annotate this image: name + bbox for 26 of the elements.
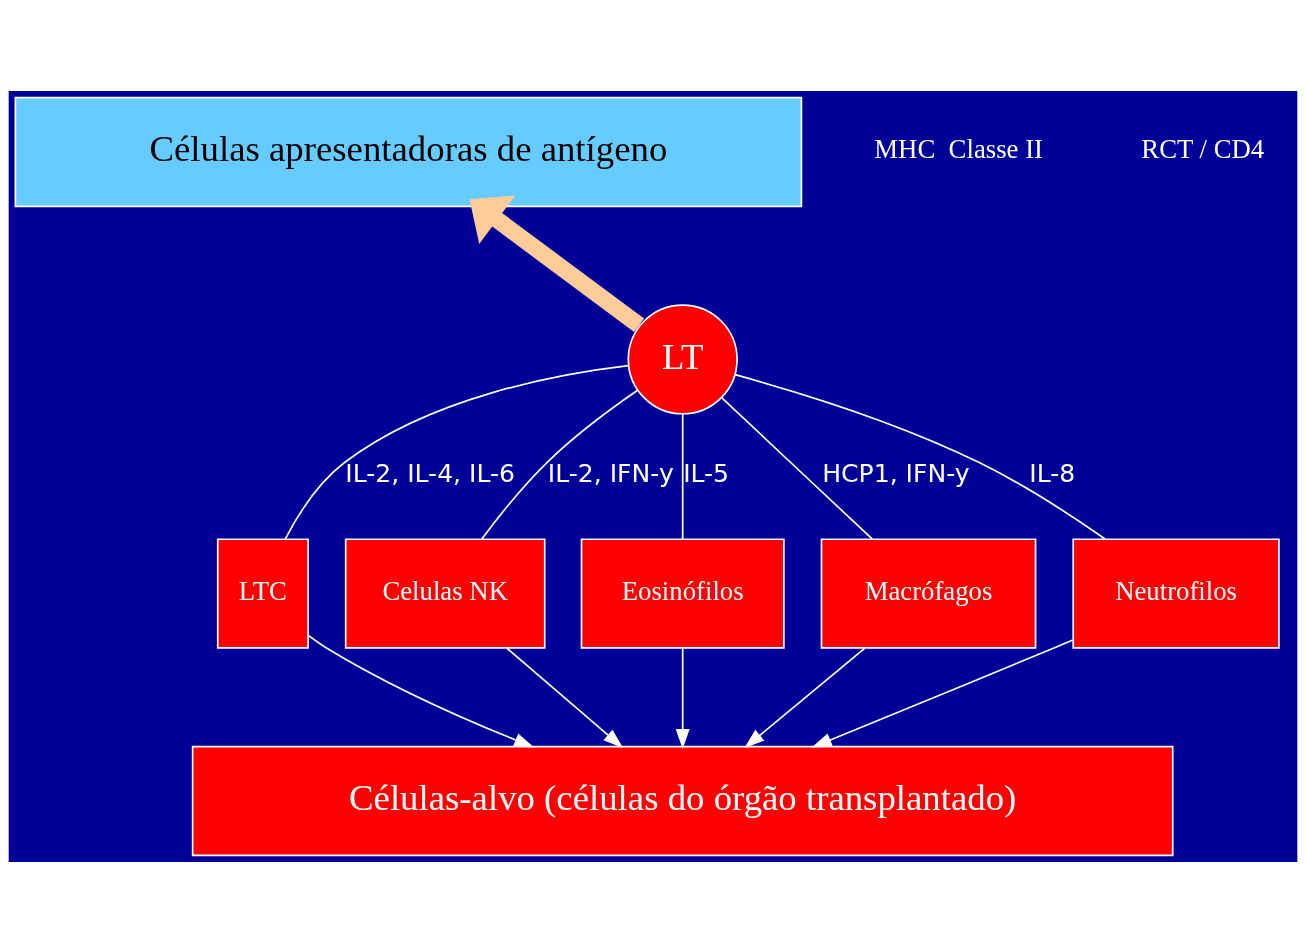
- arrow: [506, 647, 624, 748]
- connector: [284, 364, 630, 539]
- arrow: [675, 647, 690, 749]
- connector: [720, 396, 874, 540]
- arrow: [744, 647, 866, 748]
- edge-label: HCP1, IFN-y: [822, 458, 970, 488]
- node-box: LTC: [216, 537, 309, 649]
- edge-label: IL-2, IFN-y: [547, 458, 674, 488]
- connector: [681, 412, 684, 540]
- node-circle: LT: [627, 303, 738, 415]
- node-box: Células-alvo (células do órgão transplantado): [191, 745, 1174, 856]
- edge-label: IL-8: [1029, 458, 1076, 488]
- node-box: Neutrofilos: [1072, 537, 1280, 649]
- connector: [481, 388, 639, 540]
- node-box: Macrófagos: [820, 537, 1037, 649]
- arrow: [469, 195, 645, 332]
- node-box: Células apresentadoras de antígeno: [14, 96, 803, 207]
- node-box: Celulas NK: [344, 537, 546, 649]
- arrow: [811, 638, 1074, 747]
- label: RCT / CD4: [1141, 133, 1265, 164]
- arrow: [307, 634, 535, 747]
- label: MHC Classe II: [874, 133, 1043, 164]
- node-box: Eosinófilos: [580, 537, 785, 649]
- edge-label: IL-2, IL-4, IL-6: [345, 458, 515, 488]
- connector: [734, 373, 1106, 540]
- edge-label: IL-5: [683, 458, 730, 488]
